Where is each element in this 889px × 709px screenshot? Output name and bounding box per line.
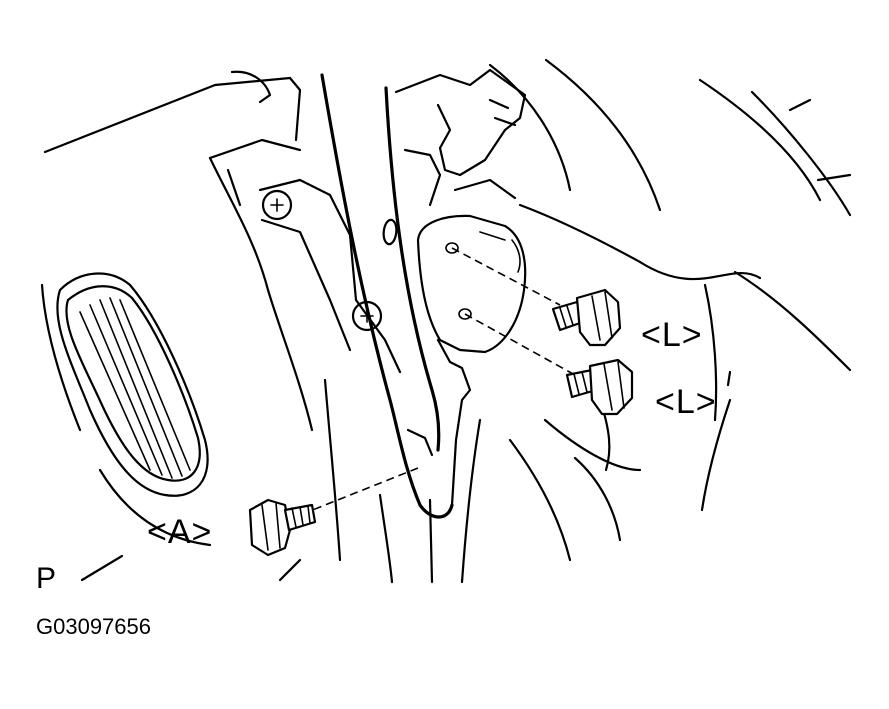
bolt-l-upper-icon: [551, 288, 622, 347]
pedal-switch-connector: [394, 68, 527, 207]
view-letter: P: [36, 562, 58, 595]
bolt-a-label: <A>: [147, 513, 213, 551]
vehicle-body-contours: [43, 58, 852, 584]
bolt-l-upper-label: <L>: [641, 316, 703, 354]
bolt-a-icon: [248, 498, 317, 557]
pedal-sensor-housing: [416, 214, 527, 507]
bolt-l-lower-icon: [565, 358, 634, 416]
illustration-code: G03097656: [36, 614, 151, 639]
bolt-leader-lines: [299, 247, 576, 516]
pedal-pad: [40, 272, 212, 547]
pedal-arm: [320, 73, 454, 519]
bolt-l-lower-label: <L>: [655, 383, 717, 421]
bracket-screw-upper: [261, 189, 293, 221]
view-leader: [80, 554, 124, 582]
